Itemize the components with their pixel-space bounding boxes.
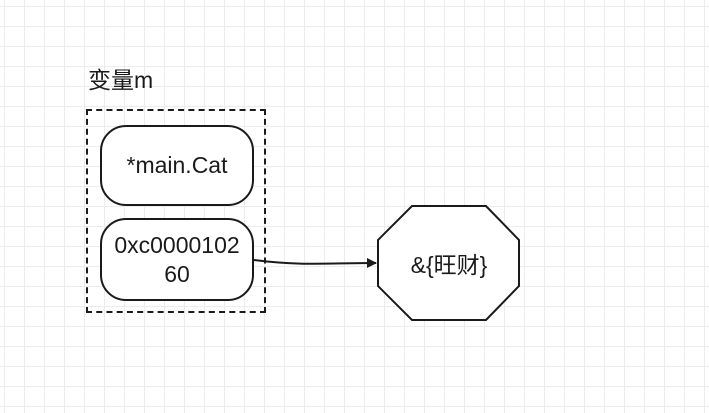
address-cell-text: 0xc000010260 bbox=[114, 231, 240, 287]
variable-container bbox=[86, 109, 266, 313]
type-cell-text: *main.Cat bbox=[126, 152, 228, 178]
pointer-arrow bbox=[253, 258, 377, 269]
address-cell: 0xc000010260 bbox=[100, 218, 254, 301]
variable-label: 变量m bbox=[88, 67, 154, 93]
target-octagon bbox=[377, 205, 520, 321]
type-cell: *main.Cat bbox=[100, 125, 254, 206]
target-value-text: &{旺财} bbox=[410, 252, 488, 278]
